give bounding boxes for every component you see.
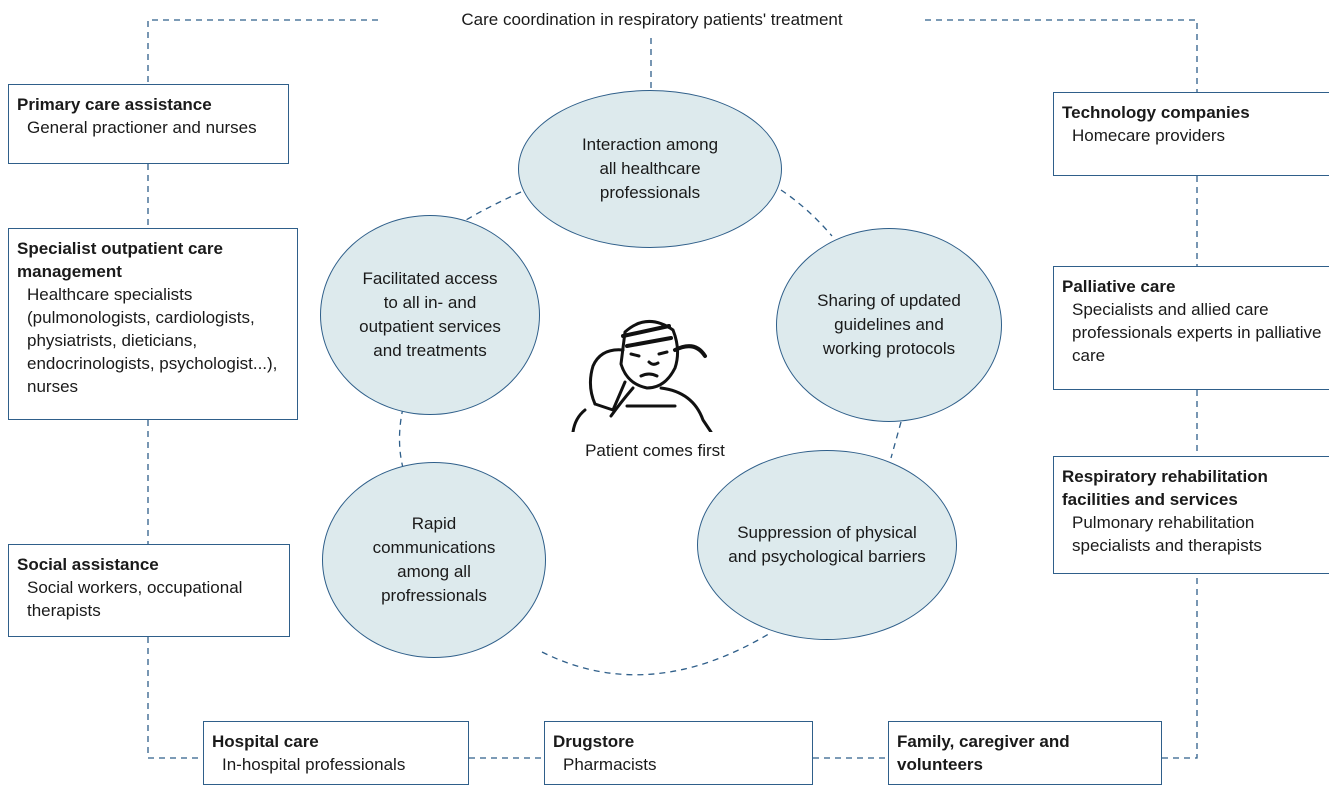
palliative-care-heading: Palliative care bbox=[1062, 277, 1176, 296]
technology-companies-description: Homecare providers bbox=[1072, 126, 1226, 145]
sharing-text: Sharing of updated guidelines and workin… bbox=[817, 291, 961, 358]
social-assistance-box: Social assistance Social workers, occupa… bbox=[8, 544, 290, 637]
access-ellipse: Facilitated access to all in- and outpat… bbox=[320, 215, 540, 415]
sharing-ellipse: Sharing of updated guidelines and workin… bbox=[776, 228, 1002, 422]
ring-connector-right bbox=[890, 421, 902, 459]
specialist-care-description: Healthcare specialists (pulmonologists, … bbox=[27, 285, 278, 396]
left-column-connector-3 bbox=[147, 637, 205, 759]
frame-connector-right bbox=[925, 19, 1198, 92]
patient-label: Patient comes first bbox=[585, 441, 725, 460]
frame-connector-left bbox=[147, 19, 378, 84]
suppression-ellipse: Suppression of physical and psychologica… bbox=[697, 450, 957, 640]
primary-care-box: Primary care assistance General praction… bbox=[8, 84, 289, 164]
social-assistance-heading: Social assistance bbox=[17, 555, 159, 574]
communications-ellipse: Rapid communications among all profressi… bbox=[322, 462, 546, 658]
worried-patient-icon bbox=[571, 320, 713, 432]
specialist-care-box: Specialist outpatient care management He… bbox=[8, 228, 298, 420]
access-text: Facilitated access to all in- and outpat… bbox=[359, 269, 501, 360]
right-bottom-connector bbox=[1162, 574, 1198, 759]
family-caregiver-heading: Family, caregiver and volunteers bbox=[897, 732, 1070, 774]
suppression-text: Suppression of physical and psychologica… bbox=[728, 523, 926, 566]
respiratory-rehab-heading: Respiratory rehabilitation facilities an… bbox=[1062, 467, 1268, 509]
technology-companies-heading: Technology companies bbox=[1062, 103, 1250, 122]
respiratory-rehab-box: Respiratory rehabilitation facilities an… bbox=[1053, 456, 1329, 574]
primary-care-description: General practioner and nurses bbox=[27, 118, 257, 137]
interaction-text: Interaction among all healthcare profess… bbox=[581, 135, 719, 202]
ring-connector-top-right bbox=[780, 189, 833, 237]
hospital-care-box: Hospital care In-hospital professionals bbox=[203, 721, 469, 785]
page-title: Care coordination in respiratory patient… bbox=[382, 10, 922, 30]
ring-connector-bottom bbox=[541, 631, 773, 676]
family-caregiver-box: Family, caregiver and volunteers bbox=[888, 721, 1162, 785]
hospital-care-heading: Hospital care bbox=[212, 732, 319, 751]
technology-companies-box: Technology companies Homecare providers bbox=[1053, 92, 1329, 176]
palliative-care-box: Palliative care Specialists and allied c… bbox=[1053, 266, 1329, 390]
primary-care-heading: Primary care assistance bbox=[17, 95, 212, 114]
drugstore-description: Pharmacists bbox=[563, 755, 657, 774]
respiratory-rehab-description: Pulmonary rehabilitation specialists and… bbox=[1072, 513, 1262, 555]
hospital-care-description: In-hospital professionals bbox=[222, 755, 406, 774]
social-assistance-description: Social workers, occupational therapists bbox=[27, 578, 243, 620]
palliative-care-description: Specialists and allied care professional… bbox=[1072, 300, 1322, 365]
drugstore-box: Drugstore Pharmacists bbox=[544, 721, 813, 785]
ring-connector-left bbox=[398, 407, 404, 469]
communications-text: Rapid communications among all profressi… bbox=[372, 514, 496, 605]
specialist-care-heading: Specialist outpatient care management bbox=[17, 239, 223, 281]
drugstore-heading: Drugstore bbox=[553, 732, 635, 751]
interaction-ellipse: Interaction among all healthcare profess… bbox=[518, 90, 782, 248]
